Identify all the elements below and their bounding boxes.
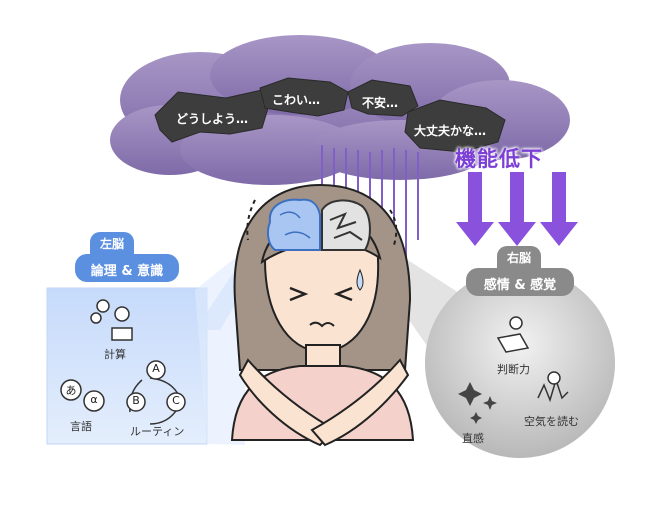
left-item-calc: 計算 (104, 348, 126, 361)
speech-text: こわい… (272, 93, 321, 107)
right-brain-subtitle: 感情 & 感覚 (483, 278, 557, 293)
speech-text: どうしよう… (176, 112, 249, 126)
glyph-alpha: α (90, 393, 98, 406)
left-brain-subtitle: 論理 & 意識 (90, 264, 164, 279)
right-brain-title: 右脳 (506, 251, 531, 265)
function-decline-label: 機能低下 (455, 147, 543, 171)
left-item-routine: ルーティン (130, 425, 185, 438)
glyph-B: B (132, 394, 140, 407)
language-nodes (60, 379, 105, 412)
glyph-a-jp: あ (65, 384, 77, 397)
right-item-intuition: 直感 (462, 432, 484, 445)
left-brain-title-badge: 左脳 (90, 232, 134, 254)
brain-right-half (321, 199, 371, 251)
speech-text: 不安… (362, 96, 399, 110)
glyph-A: A (152, 362, 160, 375)
cycle-nodes (126, 360, 186, 412)
left-item-language: 言語 (70, 420, 92, 433)
speech-text: 大丈夫かな… (414, 124, 487, 138)
right-brain-title-badge: 右脳 (497, 246, 541, 268)
right-item-read-air: 空気を読む (524, 415, 579, 428)
decline-arrows (456, 172, 578, 246)
left-brain-title: 左脳 (99, 237, 124, 251)
calc-person-icon (90, 299, 133, 341)
glyph-C: C (172, 394, 180, 407)
right-brain-subtitle-badge: 感情 & 感覚 (466, 268, 574, 296)
right-item-judgement: 判断力 (497, 363, 530, 376)
judgement-person-icon (496, 316, 530, 353)
intuition-sparkles-icon (458, 382, 497, 424)
brain-left-half (266, 198, 321, 251)
left-brain-subtitle-badge: 論理 & 意識 (75, 254, 179, 282)
speech-bubbles (154, 77, 506, 153)
read-air-icon (537, 371, 569, 403)
